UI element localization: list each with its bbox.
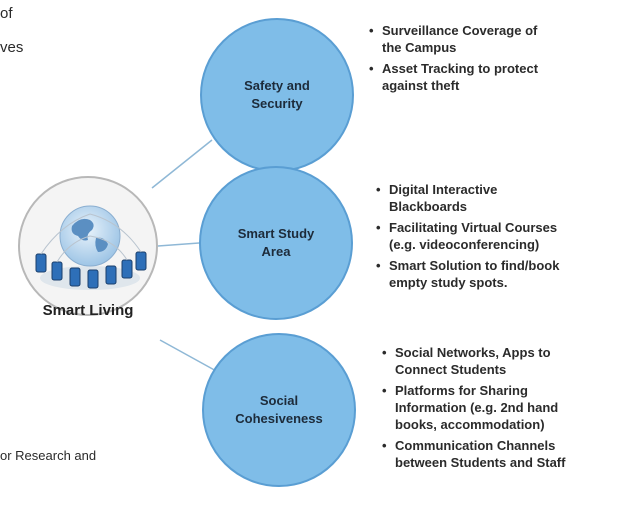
topic-label: Smart Study Area [237,226,315,259]
cropped-text-fragment: of [0,5,13,22]
globe-with-phones-icon [35,205,147,290]
bullet-item: Asset Tracking to protect against theft [369,60,609,94]
cropped-text-fragment: or Research and [0,448,97,463]
bullet-item: Smart Solution to find/book empty study … [376,257,616,291]
topic-bubble-safety-security: Safety and Security [200,18,354,172]
topic-bubble-smart-study-area: Smart Study Area [199,166,353,320]
bullet-item: Social Networks, Apps to Connect Student… [382,344,622,378]
cropped-text-fragment: ves [0,39,24,56]
smart-living-hub [18,176,158,316]
bullet-item: Platforms for Sharing Information (e.g. … [382,382,622,433]
bullet-item: Communication Channels between Students … [382,437,622,471]
topic-label: Safety and Security [244,78,310,111]
bullet-item: Surveillance Coverage of the Campus [369,22,609,56]
bullet-item: Digital Interactive Blackboards [376,181,616,215]
bullet-list-safety: Surveillance Coverage of the Campus Asse… [369,22,609,98]
bullet-list-study: Digital Interactive Blackboards Facilita… [376,181,616,295]
hub-label: Smart Living [42,302,134,319]
connector-social [159,339,219,373]
bullet-item: Facilitating Virtual Courses (e.g. video… [376,219,616,253]
topic-label: Social Cohesiveness [235,393,323,426]
bullet-list-social: Social Networks, Apps to Connect Student… [382,344,622,475]
connector-safety [151,139,213,189]
connector-study [157,242,200,247]
topic-bubble-social-cohesiveness: Social Cohesiveness [202,333,356,487]
